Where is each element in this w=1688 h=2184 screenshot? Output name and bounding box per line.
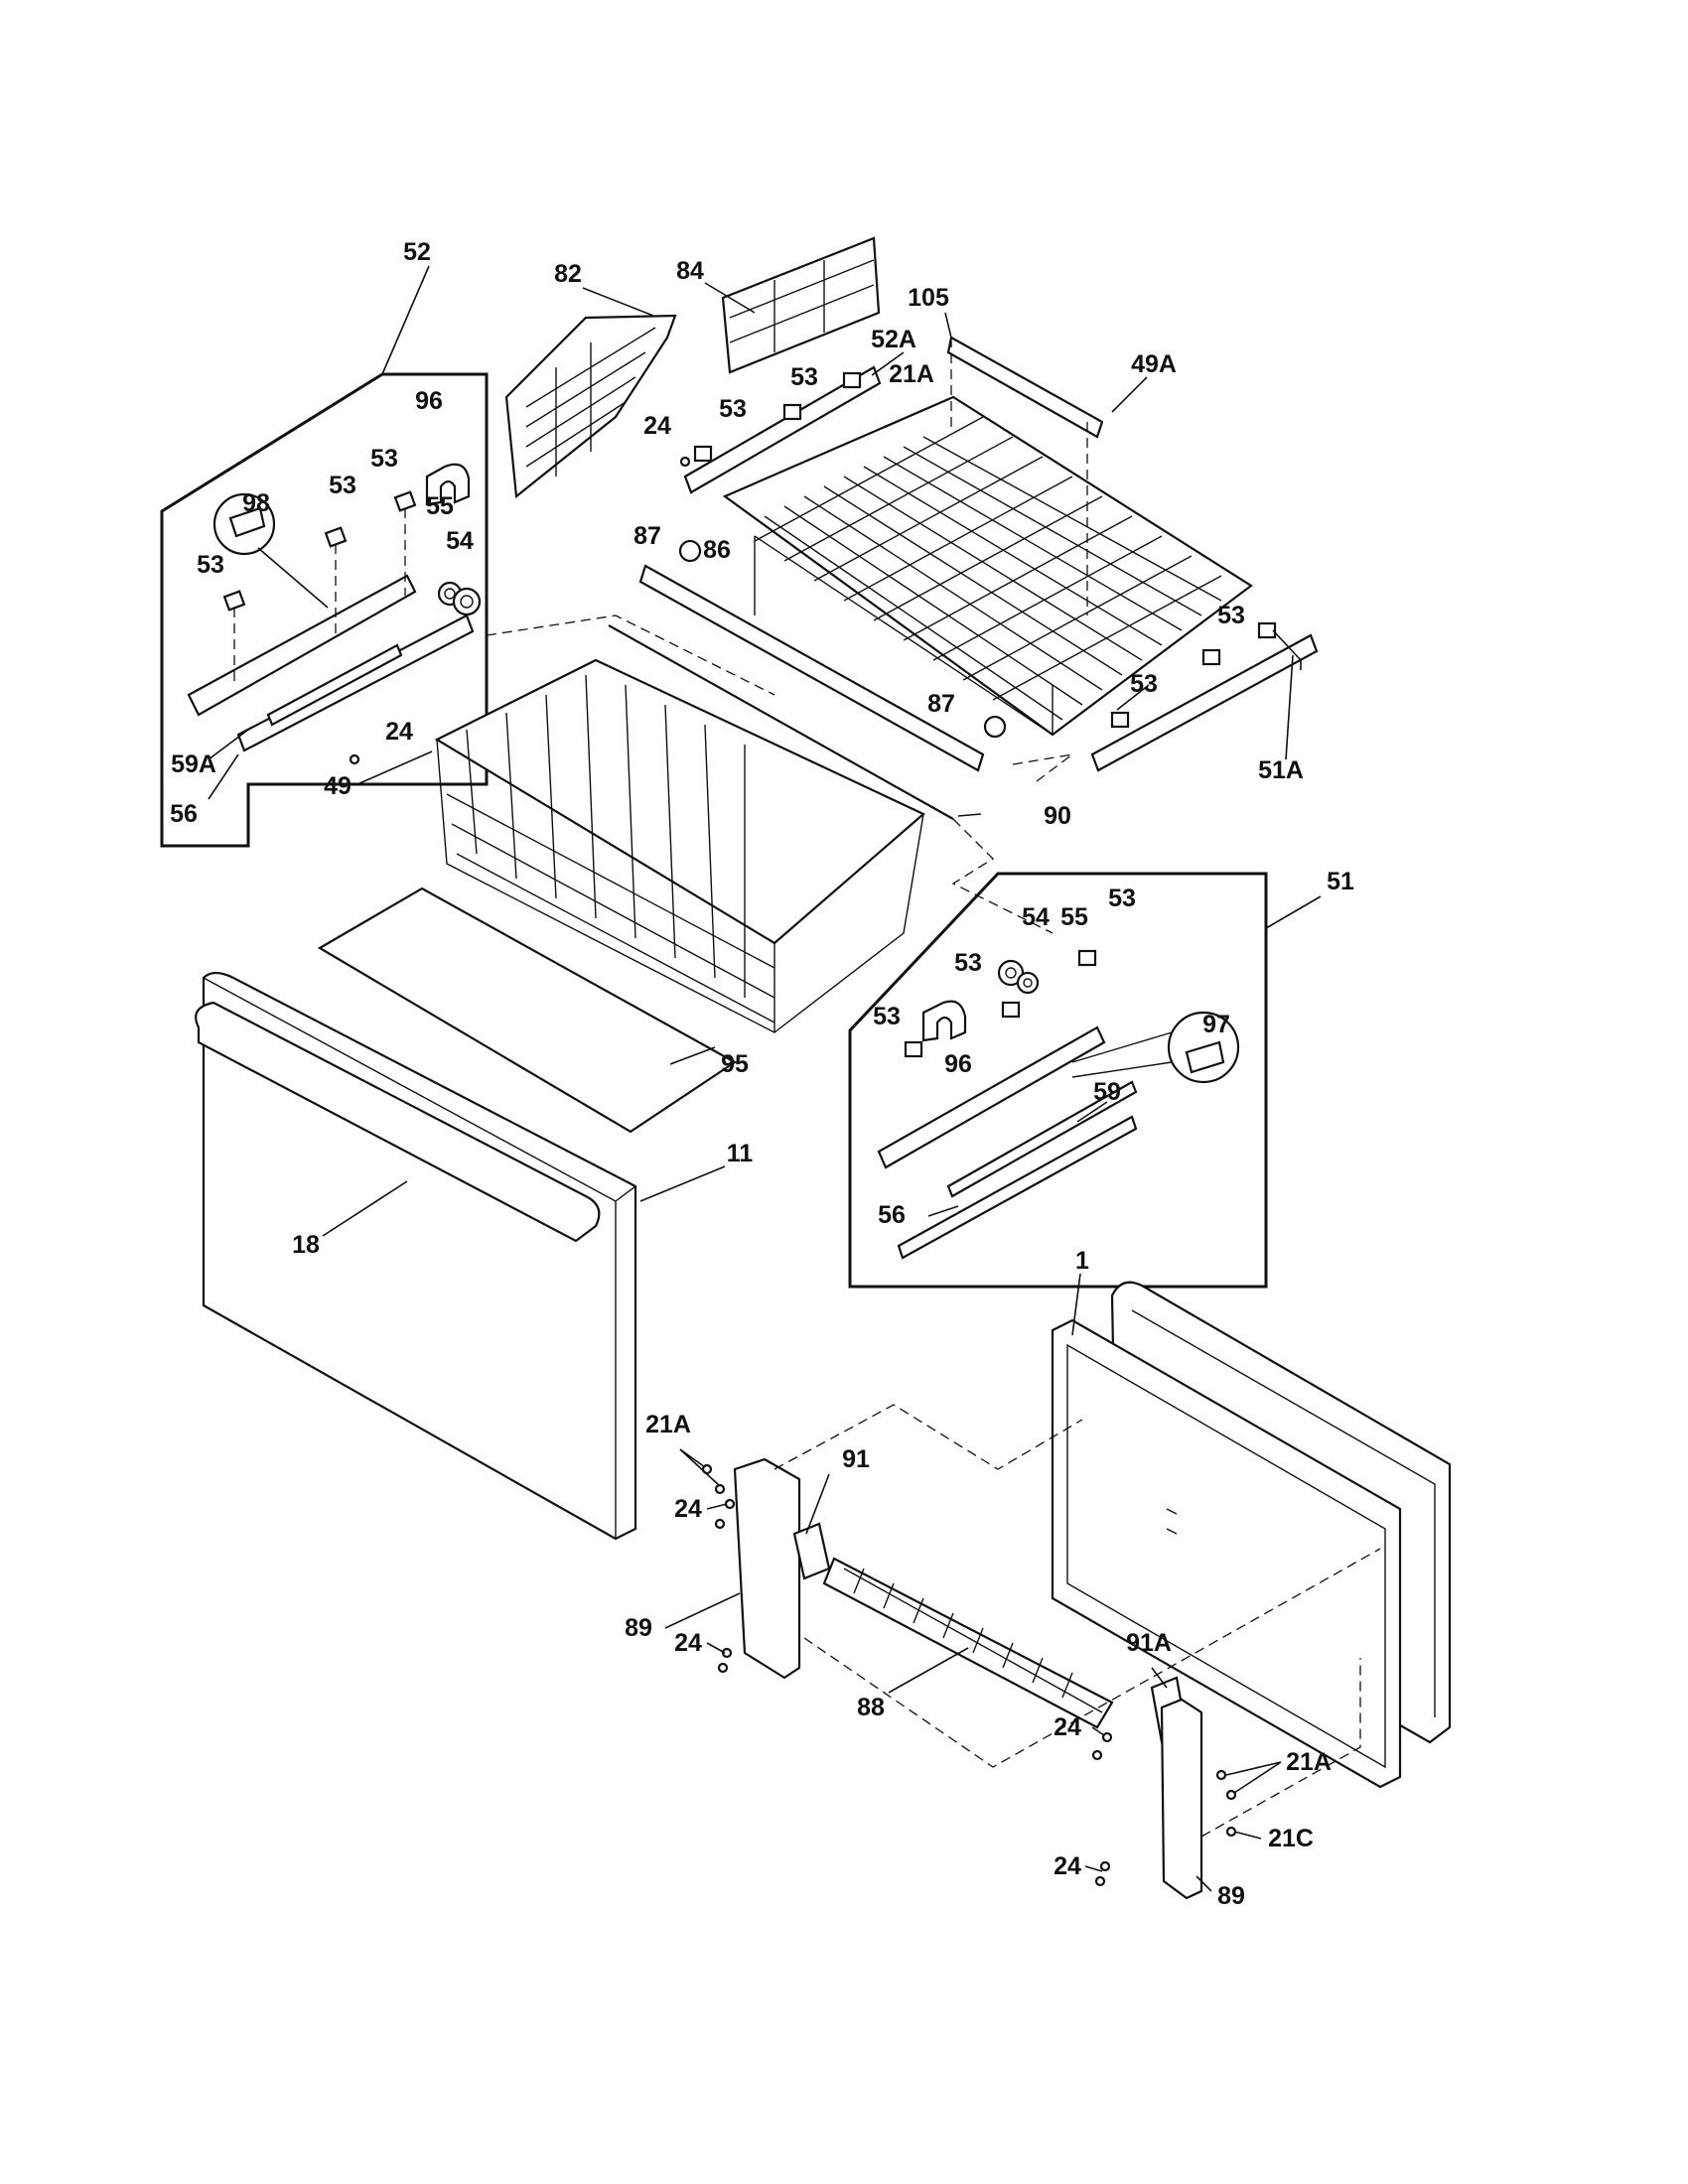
label-86: 86 xyxy=(703,536,731,564)
label-24-c: 24 xyxy=(674,1495,702,1523)
label-53-h: 53 xyxy=(1108,885,1136,912)
label-53-i: 53 xyxy=(954,949,982,977)
label-51A: 51A xyxy=(1258,756,1304,784)
label-91A: 91A xyxy=(1126,1629,1172,1657)
label-24-b: 24 xyxy=(385,718,413,746)
label-52A: 52A xyxy=(871,326,916,353)
tray-95 xyxy=(317,887,738,1134)
label-49A: 49A xyxy=(1131,350,1177,378)
label-51: 51 xyxy=(1327,868,1354,895)
label-53-d: 53 xyxy=(329,472,356,499)
label-24-a: 24 xyxy=(643,412,671,440)
bracket-89-right xyxy=(1150,1676,1203,1900)
label-89-b: 89 xyxy=(1217,1882,1245,1910)
label-24-d: 24 xyxy=(674,1629,702,1657)
drawer-front-11 xyxy=(195,971,637,1541)
label-84: 84 xyxy=(676,257,704,285)
assembly-lines xyxy=(486,338,1381,1838)
inset-box-left xyxy=(160,372,489,848)
label-87-b: 87 xyxy=(927,690,955,718)
label-18: 18 xyxy=(292,1231,320,1259)
label-53-c: 53 xyxy=(370,445,398,473)
label-53-e: 53 xyxy=(197,551,224,579)
bar-105 xyxy=(946,336,1104,439)
label-89-a: 89 xyxy=(625,1614,652,1642)
bracket-52A xyxy=(683,365,882,494)
label-96-a: 96 xyxy=(415,387,443,415)
slide-51A xyxy=(1090,633,1319,772)
label-88: 88 xyxy=(857,1694,885,1721)
label-59A: 59A xyxy=(171,751,216,778)
label-54-b: 54 xyxy=(1022,903,1050,931)
label-90: 90 xyxy=(1044,802,1071,830)
divider-82 xyxy=(504,314,677,499)
label-56-a: 56 xyxy=(170,800,198,828)
inset-box-right xyxy=(848,872,1268,1289)
label-105: 105 xyxy=(908,284,949,312)
label-95: 95 xyxy=(721,1050,749,1078)
label-82: 82 xyxy=(554,260,582,288)
label-91: 91 xyxy=(842,1445,870,1473)
label-55-b: 55 xyxy=(1060,903,1088,931)
rod-90 xyxy=(608,624,954,820)
label-21A-bot: 21A xyxy=(1286,1748,1332,1776)
rail-86 xyxy=(638,564,985,772)
label-24-e: 24 xyxy=(1054,1713,1081,1741)
label-53-b: 53 xyxy=(719,395,747,423)
label-1: 1 xyxy=(1075,1247,1089,1275)
basket-49A xyxy=(722,395,1253,737)
label-11: 11 xyxy=(727,1140,754,1167)
rail-88 xyxy=(822,1557,1114,1729)
label-53-j: 53 xyxy=(873,1003,901,1030)
door-frame xyxy=(1051,1281,1452,1789)
label-53-g: 53 xyxy=(1130,670,1158,698)
label-49: 49 xyxy=(324,772,352,800)
label-55-a: 55 xyxy=(426,492,454,520)
label-53-a: 53 xyxy=(790,363,818,391)
divider-84 xyxy=(721,236,881,374)
callout-labels: 52 82 84 105 52A 53 21A 53 24 96 53 53 9… xyxy=(170,238,1354,1910)
label-53-f: 53 xyxy=(1217,602,1245,629)
basket-49 xyxy=(434,658,925,1034)
label-21A-top: 21A xyxy=(889,360,934,388)
label-21A-mid: 21A xyxy=(645,1411,691,1438)
right-slide-assembly xyxy=(877,949,1240,1260)
label-52: 52 xyxy=(403,238,431,266)
bracket-89-left xyxy=(733,1457,831,1680)
label-97: 97 xyxy=(1202,1011,1230,1038)
label-56-b: 56 xyxy=(878,1201,906,1229)
leader-lines xyxy=(208,265,1322,1892)
left-slide-assembly xyxy=(187,463,482,752)
label-87-a: 87 xyxy=(633,522,661,550)
label-24-f: 24 xyxy=(1054,1852,1081,1880)
label-54-a: 54 xyxy=(446,527,474,555)
label-98: 98 xyxy=(242,489,270,517)
label-96-b: 96 xyxy=(944,1050,972,1078)
label-21C: 21C xyxy=(1268,1825,1314,1852)
label-59: 59 xyxy=(1093,1078,1121,1106)
